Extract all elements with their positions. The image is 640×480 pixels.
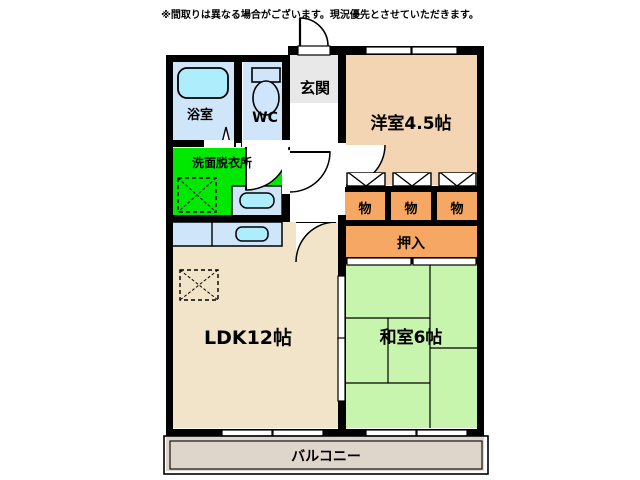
room-labels: 浴室 WC 洗面脱衣所 玄関 洋室4.5帖 物 物 物 押入 和室6帖 LDK1… bbox=[187, 79, 464, 465]
washroom-hall-door-swing-arc bbox=[289, 151, 331, 193]
vanity-sink-basin-icon bbox=[239, 192, 275, 209]
label-western-room: 洋室4.5帖 bbox=[370, 113, 451, 134]
toilet-tank-icon bbox=[251, 67, 281, 83]
plumbing-fixtures bbox=[171, 67, 283, 301]
oshiire-sliding-doors bbox=[346, 257, 477, 266]
ldk-tatami-door-panel-lower bbox=[337, 337, 346, 402]
wall-ldk-tatami-lower bbox=[338, 400, 346, 436]
ldk-tatami-door-panel-upper bbox=[337, 275, 346, 340]
room-fill-oshiire bbox=[345, 226, 478, 258]
ceiling-vent-mark-icon bbox=[179, 269, 219, 301]
label-oshiire: 押入 bbox=[397, 235, 425, 252]
entrance-door-swing-arc bbox=[299, 17, 329, 47]
wall-hall-east-upper bbox=[338, 46, 346, 186]
ldk-window-pane-left bbox=[221, 429, 273, 437]
bath-door-opening bbox=[204, 140, 234, 147]
vent-cross-a bbox=[179, 269, 219, 301]
balcony-outline bbox=[163, 435, 489, 475]
label-balcony: バルコニー bbox=[291, 449, 361, 465]
western-window-pane-right bbox=[411, 46, 458, 55]
entrance-door-threshold bbox=[297, 45, 331, 56]
wc-door-opening bbox=[242, 140, 290, 147]
toilet-bowl-icon bbox=[252, 80, 280, 116]
label-storage-2: 物 bbox=[404, 201, 417, 217]
room-fill-tatami bbox=[345, 263, 478, 428]
room-fill-entrance bbox=[290, 55, 342, 103]
room-fill-storage-3 bbox=[437, 192, 478, 220]
wall-ldk-tatami-upper bbox=[338, 255, 346, 277]
vent-cross-b bbox=[179, 269, 219, 301]
label-tatami-room: 和室6帖 bbox=[380, 327, 443, 348]
tatami-window-pane-right bbox=[416, 429, 468, 437]
western-room-window bbox=[365, 46, 458, 55]
balcony-rail-outer bbox=[163, 435, 489, 475]
bathtub-icon bbox=[177, 67, 229, 99]
oshiire-door-panel-left bbox=[346, 257, 412, 266]
label-wc: WC bbox=[252, 110, 278, 126]
balcony-rail-inner bbox=[169, 440, 483, 470]
wall-wc-east bbox=[282, 55, 290, 147]
storage-door-fold-2 bbox=[394, 172, 430, 187]
ldk-balcony-window bbox=[221, 429, 324, 437]
room-fill-storage-1 bbox=[345, 192, 385, 220]
wall-outer-bottom bbox=[166, 429, 484, 436]
label-ldk: LDK12帖 bbox=[204, 326, 292, 349]
label-bath: 浴室 bbox=[187, 107, 213, 123]
wall-storage-sep-1 bbox=[385, 186, 391, 222]
bath-door-fold-icon bbox=[221, 126, 231, 144]
room-fill-ldk bbox=[172, 222, 338, 428]
kitchen-sink-basin-icon bbox=[235, 226, 269, 242]
wall-outer-top-left bbox=[166, 55, 290, 62]
tatami-window-pane-left bbox=[365, 429, 417, 437]
storage-folding-doors bbox=[346, 172, 477, 187]
western-hall-door-opening bbox=[338, 143, 346, 187]
western-window-pane-left bbox=[365, 46, 412, 55]
room-fill-balcony bbox=[166, 437, 484, 471]
ldk-hall-door-opening bbox=[290, 215, 338, 222]
ldk-window-pane-right bbox=[272, 429, 324, 437]
tatami-balcony-window bbox=[365, 429, 468, 437]
wall-outer-left bbox=[166, 55, 173, 436]
wall-storage-top bbox=[345, 186, 478, 192]
wall-washroom-bottom bbox=[166, 215, 290, 222]
room-fill-storage-2 bbox=[391, 192, 431, 220]
wall-storage-sep-2 bbox=[431, 186, 437, 222]
label-storage-1: 物 bbox=[358, 201, 371, 217]
storage-door-fold-3 bbox=[440, 172, 475, 187]
oshiire-door-panel-right bbox=[412, 257, 477, 266]
washroom-hall-door-opening bbox=[282, 150, 290, 194]
wall-bath-wc-divider bbox=[234, 55, 242, 143]
washing-machine-space-icon bbox=[177, 177, 217, 213]
label-storage-3: 物 bbox=[450, 201, 463, 217]
label-washroom: 洗面脱衣所 bbox=[192, 155, 252, 170]
wall-outer-right bbox=[477, 46, 484, 436]
label-entrance: 玄関 bbox=[300, 79, 330, 97]
ldk-tatami-sliding-door bbox=[337, 275, 346, 402]
doors-and-windows bbox=[204, 17, 477, 437]
wall-bath-bottom bbox=[166, 140, 236, 147]
washer-cross-b bbox=[177, 177, 217, 213]
storage-door-fold-1 bbox=[348, 172, 384, 187]
wall-storage-bottom bbox=[345, 220, 478, 226]
disclaimer-text: ※間取りは異なる場合がございます。現況優先とさせていただきます。 bbox=[161, 10, 479, 21]
tatami-mat-seams bbox=[345, 263, 478, 428]
